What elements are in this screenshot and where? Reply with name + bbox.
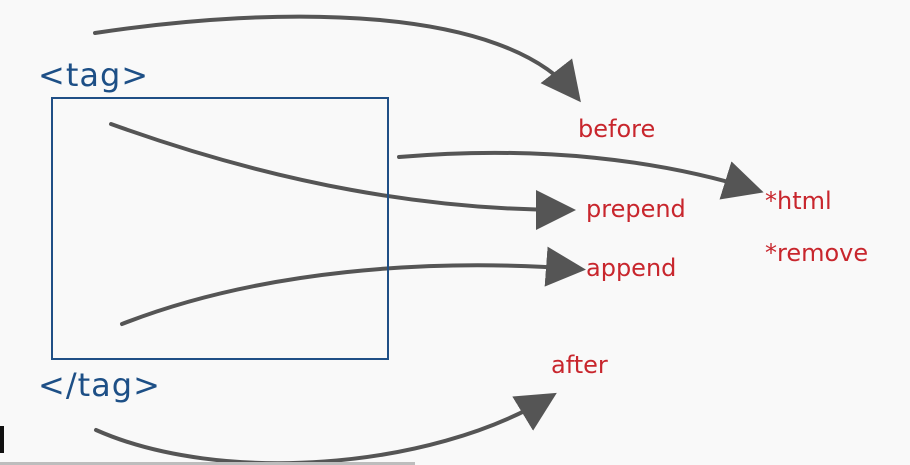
- after-method-label: after: [551, 351, 608, 379]
- before-method-label: before: [578, 115, 656, 143]
- prepend-method-label: prepend: [586, 195, 686, 223]
- opening-tag-label: <tag>: [38, 56, 150, 94]
- html-method-label: *html: [765, 187, 832, 215]
- arrow-html: [397, 150, 764, 200]
- element-box: [51, 97, 389, 360]
- remove-method-label: *remove: [765, 239, 869, 267]
- bottom-edge-strip: [0, 462, 415, 465]
- closing-tag-label: </tag>: [38, 366, 161, 404]
- left-edge-marker: [0, 426, 4, 453]
- arrow-after: [94, 392, 557, 465]
- arrow-before: [93, 14, 581, 103]
- append-method-label: append: [586, 254, 677, 282]
- arrow-prepend: [109, 122, 576, 230]
- arrow-append: [120, 246, 586, 326]
